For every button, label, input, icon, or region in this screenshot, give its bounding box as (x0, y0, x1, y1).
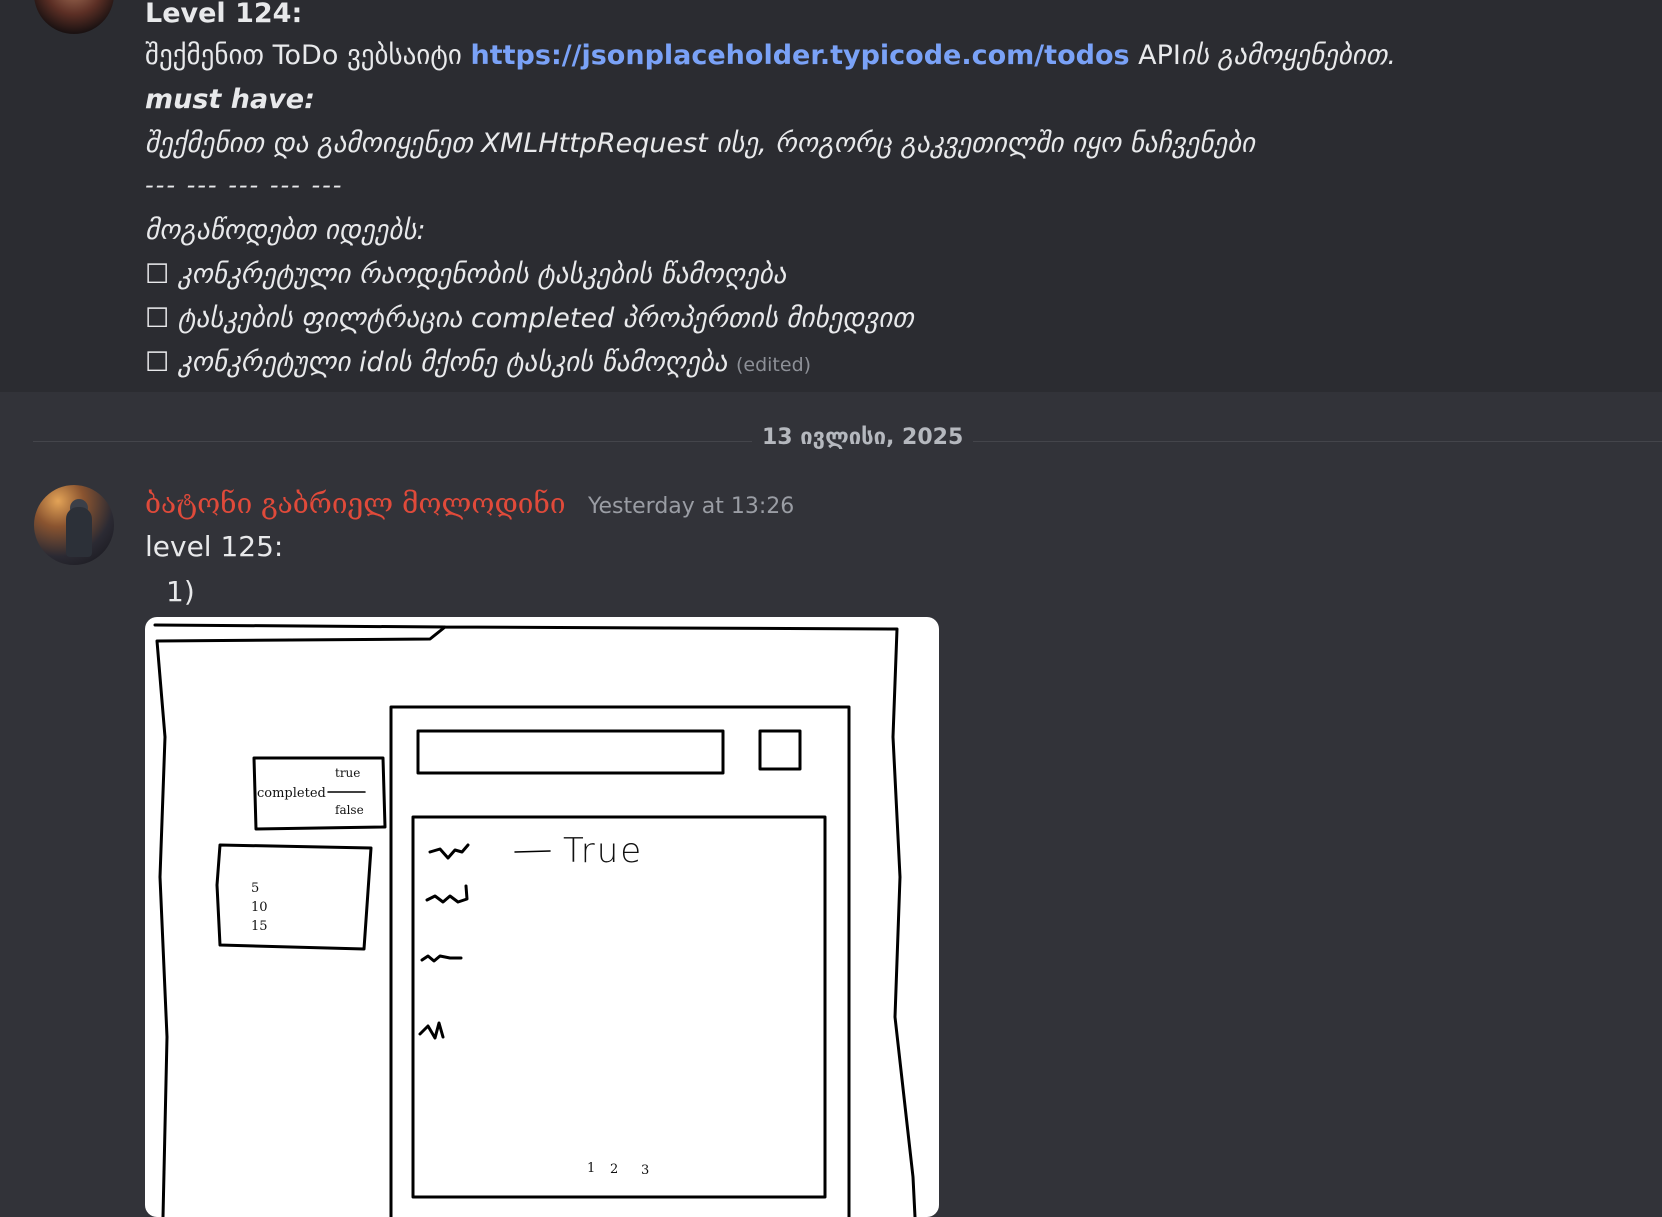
pagination-page: 2 (610, 1162, 618, 1177)
todo-squiggle (425, 884, 469, 904)
idea-item: ☐ კონკრეტული idის მქონე ტასკის წამოღება (145, 347, 728, 378)
author-name[interactable]: ბატონი გაბრიელ მოლოდინი (145, 487, 566, 520)
requirement-text: შექმენით და გამოიყენეთ XMLHttpRequest ის… (145, 128, 1256, 159)
idea-item: ☐ ტასკების ფილტრაცია completed პროპერთის… (145, 303, 914, 334)
count-option: 5 (251, 881, 259, 896)
count-option: 10 (251, 900, 268, 915)
message-line: 1) (166, 575, 195, 608)
browser-outline (153, 623, 917, 1217)
todo-list-box (411, 815, 827, 1199)
wireframe-sketch: completed true false 5 10 15 True 1 2 3 (153, 623, 917, 1217)
must-have-label: must have: (145, 84, 315, 115)
message-line: level 125: (145, 530, 284, 563)
task-suffix-rest: ის გამოყენებით. (1180, 40, 1396, 71)
filter-option-false: false (335, 803, 364, 817)
idea-item: ☐ კონკრეტული რაოდენობის ტასკების წამოღებ… (145, 259, 787, 290)
task-prefix: შექმენით ToDo ვებსაიტი (145, 40, 462, 71)
count-option: 15 (251, 919, 268, 934)
pagination-page: 3 (641, 1163, 649, 1178)
idea-item-last: ☐ კონკრეტული idის მქონე ტასკის წამოღება … (145, 347, 811, 378)
ideas-label: მოგაწოდებთ იდეებს: (145, 215, 426, 246)
todo-status-text: True (563, 831, 643, 871)
search-input-sketch (416, 729, 725, 775)
author-avatar[interactable] (34, 485, 114, 565)
pagination-page: 1 (587, 1161, 595, 1176)
todo-squiggle (418, 1021, 445, 1040)
todo-dash (514, 850, 551, 853)
todo-squiggle (428, 843, 470, 860)
task-line: შექმენით ToDo ვებსაიტი https://jsonplace… (145, 40, 1396, 71)
message-timestamp: Yesterday at 13:26 (588, 494, 795, 519)
message-title: Level 124: (145, 0, 303, 29)
filter-option-true: true (335, 766, 360, 780)
image-attachment[interactable]: completed true false 5 10 15 True 1 2 3 (145, 617, 939, 1217)
api-link[interactable]: https://jsonplaceholder.typicode.com/tod… (470, 40, 1130, 71)
count-box-outline (215, 843, 373, 951)
author-avatar[interactable] (34, 0, 114, 34)
task-suffix-api: API (1138, 40, 1181, 71)
search-button-sketch (758, 729, 802, 771)
date-divider-label: 13 ივლისი, 2025 (752, 425, 974, 450)
filter-box-outline (252, 756, 387, 831)
filter-label: completed (257, 786, 326, 801)
main-panel (389, 705, 851, 1217)
todo-squiggle (420, 954, 463, 963)
avatar-figure-shape (66, 507, 92, 557)
edited-label: (edited) (735, 354, 812, 376)
message-level-124: Level 124: შექმენით ToDo ვებსაიტი https:… (0, 0, 1662, 392)
separator-text: --- --- --- --- --- (145, 171, 344, 199)
